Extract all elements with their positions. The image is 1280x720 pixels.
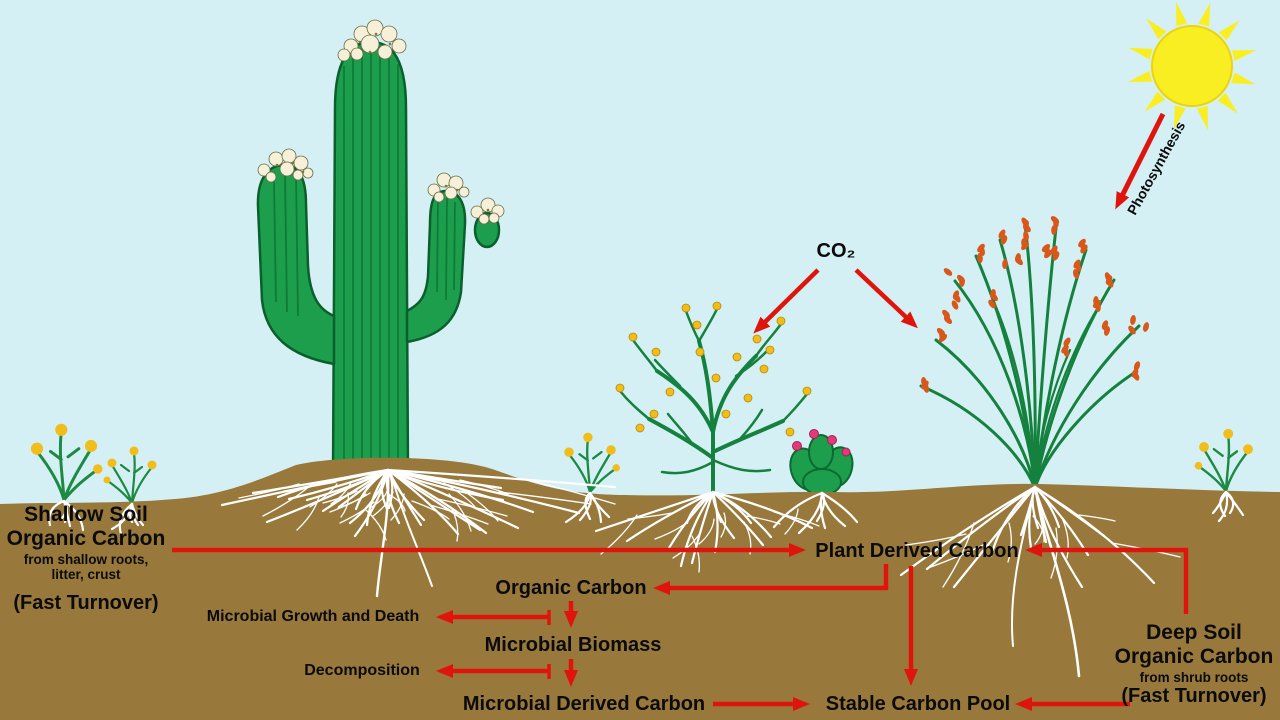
sprig-roots: [48, 490, 1245, 536]
sun: [1127, 1, 1257, 131]
arrow-plant-derived-to-organic: [653, 564, 889, 595]
shallow-soil-title-line1: Shallow Soil: [24, 503, 148, 526]
label-microbial-biomass: Microbial Biomass: [484, 634, 662, 656]
ocotillo-taproot: [1033, 485, 1081, 678]
deep-soil-title-line2: Organic Carbon: [1114, 645, 1274, 669]
deep-soil-sub: from shrub roots: [1139, 669, 1249, 685]
prickly-pads: [789, 434, 854, 496]
saguaro-ribs: [273, 44, 456, 472]
arrow-deep-to-plant-derived: [1025, 543, 1189, 614]
prickly-flowers: [792, 429, 851, 457]
label-co2: CO₂: [816, 240, 856, 262]
shallow-soil-sub-line1: from shallow roots,: [23, 551, 149, 567]
ocotillo-taproot-2: [1010, 486, 1036, 647]
deep-soil-turnover: (Fast Turnover): [1121, 685, 1267, 708]
roots: [48, 468, 1245, 678]
label-organic-carbon: Organic Carbon: [495, 577, 647, 599]
label-shallow-soil: Shallow Soil Organic Carbon from shallow…: [0, 503, 172, 615]
saguaro-roots: [220, 468, 617, 542]
cholla-flowers: [615, 301, 812, 437]
arrow-co2-right: [854, 268, 918, 329]
sun-disc: [1151, 25, 1233, 107]
prickly-roots: [772, 491, 859, 535]
arrow-co2-left: [753, 268, 820, 334]
deep-soil-title-line1: Deep Soil: [1146, 621, 1242, 644]
arrow-photosynthesis: [1115, 112, 1166, 210]
label-stable-carbon-pool: Stable Carbon Pool: [825, 693, 1011, 715]
shallow-soil-turnover: (Fast Turnover): [13, 592, 159, 615]
label-decomposition: Decomposition: [304, 662, 420, 679]
label-deep-soil: Deep Soil Organic Carbon from shrub root…: [1112, 621, 1276, 709]
soil: [0, 457, 1280, 720]
shallow-soil-title-line2: Organic Carbon: [6, 527, 166, 551]
saguaro-taproot-2: [389, 469, 433, 587]
saguaro-flower-dots: [275, 32, 490, 212]
arrows: [172, 112, 1189, 711]
label-microbial-derived-carbon: Microbial Derived Carbon: [462, 693, 706, 715]
sun-rays: [1127, 1, 1257, 131]
cholla-roots: [594, 490, 820, 573]
shallow-soil-sub-line2: litter, crust: [51, 567, 121, 583]
cholla-shrub: [615, 301, 812, 496]
label-microbial-growth-death: Microbial Growth and Death: [206, 608, 420, 625]
saguaro-flowers: [257, 19, 505, 225]
saguaro-taproot: [375, 468, 390, 598]
prickly-pear: [789, 429, 854, 496]
ocotillo-shrub: [919, 216, 1149, 490]
ocotillo-flowers: [921, 216, 1149, 393]
label-plant-derived-carbon: Plant Derived Carbon: [815, 540, 1019, 562]
